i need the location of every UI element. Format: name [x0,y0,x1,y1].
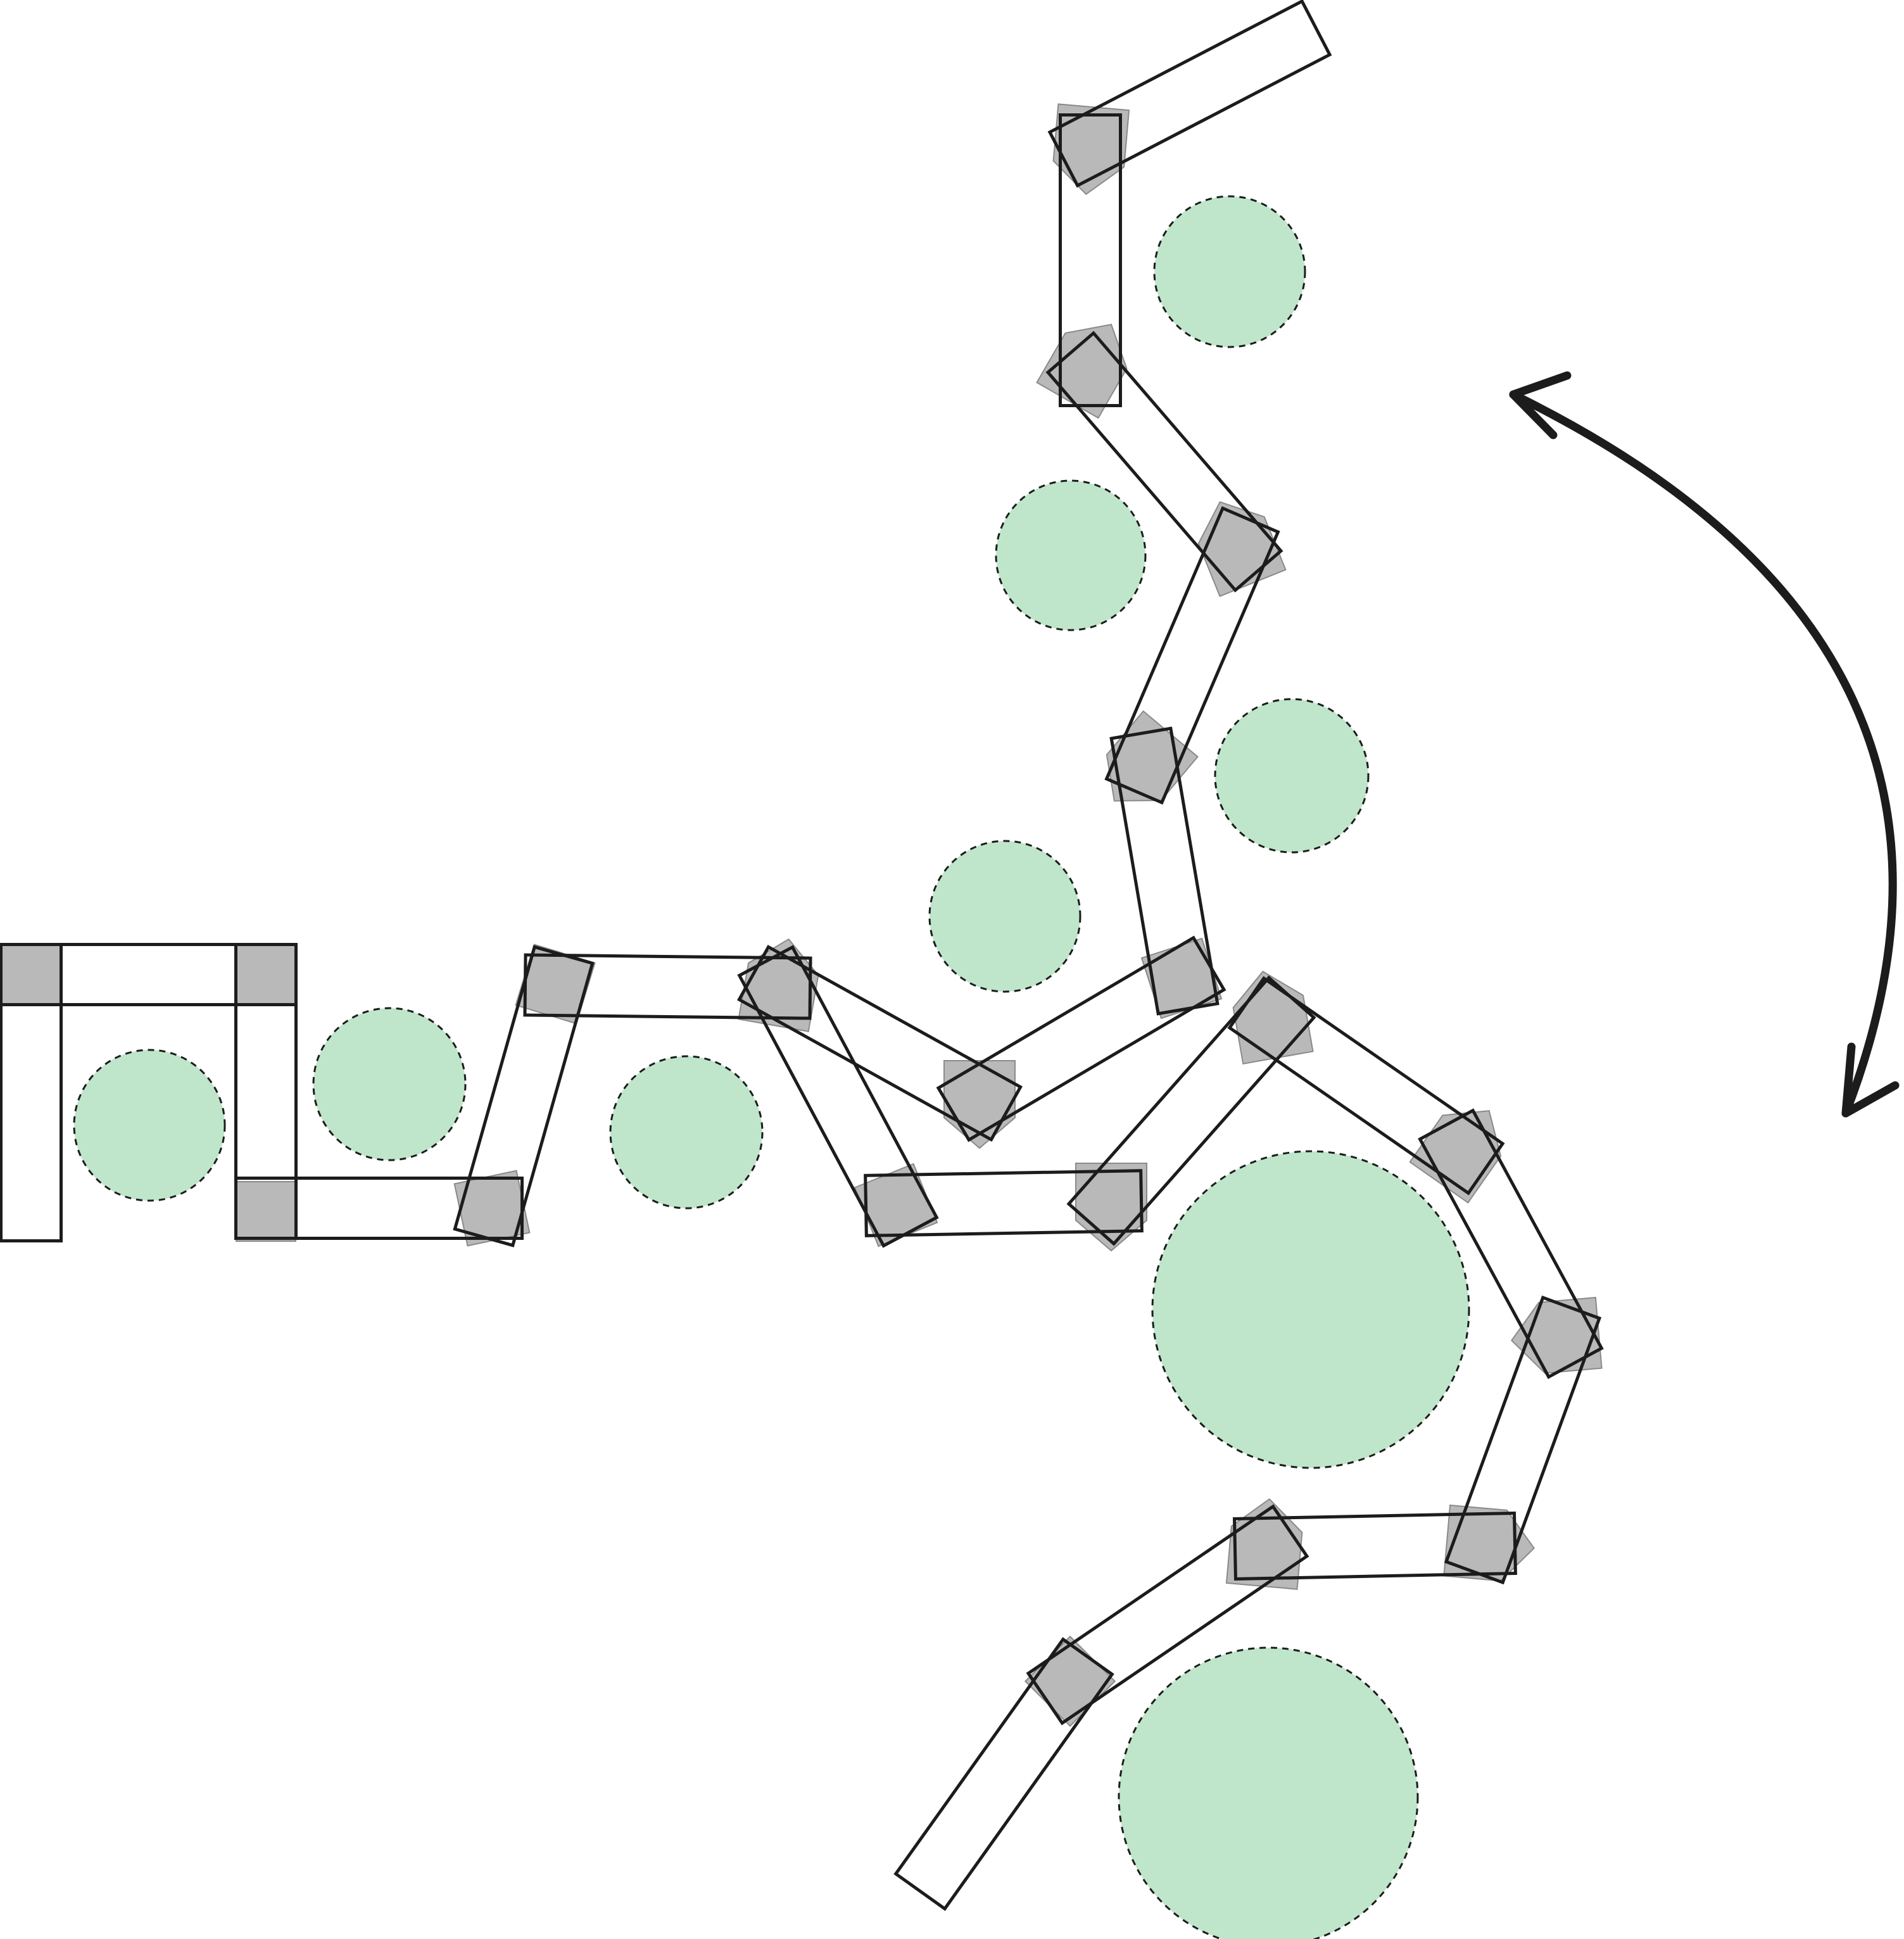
link-layer [0,0,1604,1911]
chain-link-2 [1059,113,1122,407]
obstacle-circle-c4 [928,840,1081,993]
chain-link-19 [1444,1295,1602,1585]
chain-link-7 [737,945,1023,1142]
obstacle-circle-c1 [1153,195,1306,348]
obstacle-circle-c7 [609,1055,764,1210]
chain-link-6 [936,935,1226,1142]
joint-b [236,944,296,1005]
chain-link-5 [1109,726,1220,1016]
obstacle-layer [73,195,1470,1939]
rotation-arrow [1509,371,1900,1118]
chain-link-13 [0,943,63,1242]
chain-link-1 [1047,0,1332,188]
chain-link-21 [1026,1504,1309,1726]
joint-c [236,1181,296,1242]
chain-link-4 [1104,506,1280,805]
chain-link-15 [864,1169,1144,1237]
joint-a [1,944,61,1005]
chain-link-3 [1045,331,1283,593]
joint-d [453,1170,531,1247]
chain-link-17 [1227,976,1505,1196]
obstacle-circle-c6 [312,1007,467,1161]
joint-t1 [1052,103,1130,196]
rotation-arrow-head-top [1509,371,1572,439]
obstacle-circle-c3 [1214,698,1370,854]
chain-link-22 [893,1637,1114,1911]
obstacle-circle-c9 [1118,1646,1419,1939]
rotation-arrow-head-bottom [1841,1042,1900,1118]
chain-link-20 [1233,1512,1517,1581]
obstacle-circle-c8 [1151,1150,1470,1469]
chain-link-14 [737,945,939,1248]
obstacle-circle-c5 [73,1049,226,1202]
rotation-arrow-curve [1509,390,1897,1118]
obstacle-circle-c2 [995,479,1147,631]
chain-link-18 [1418,1108,1604,1379]
